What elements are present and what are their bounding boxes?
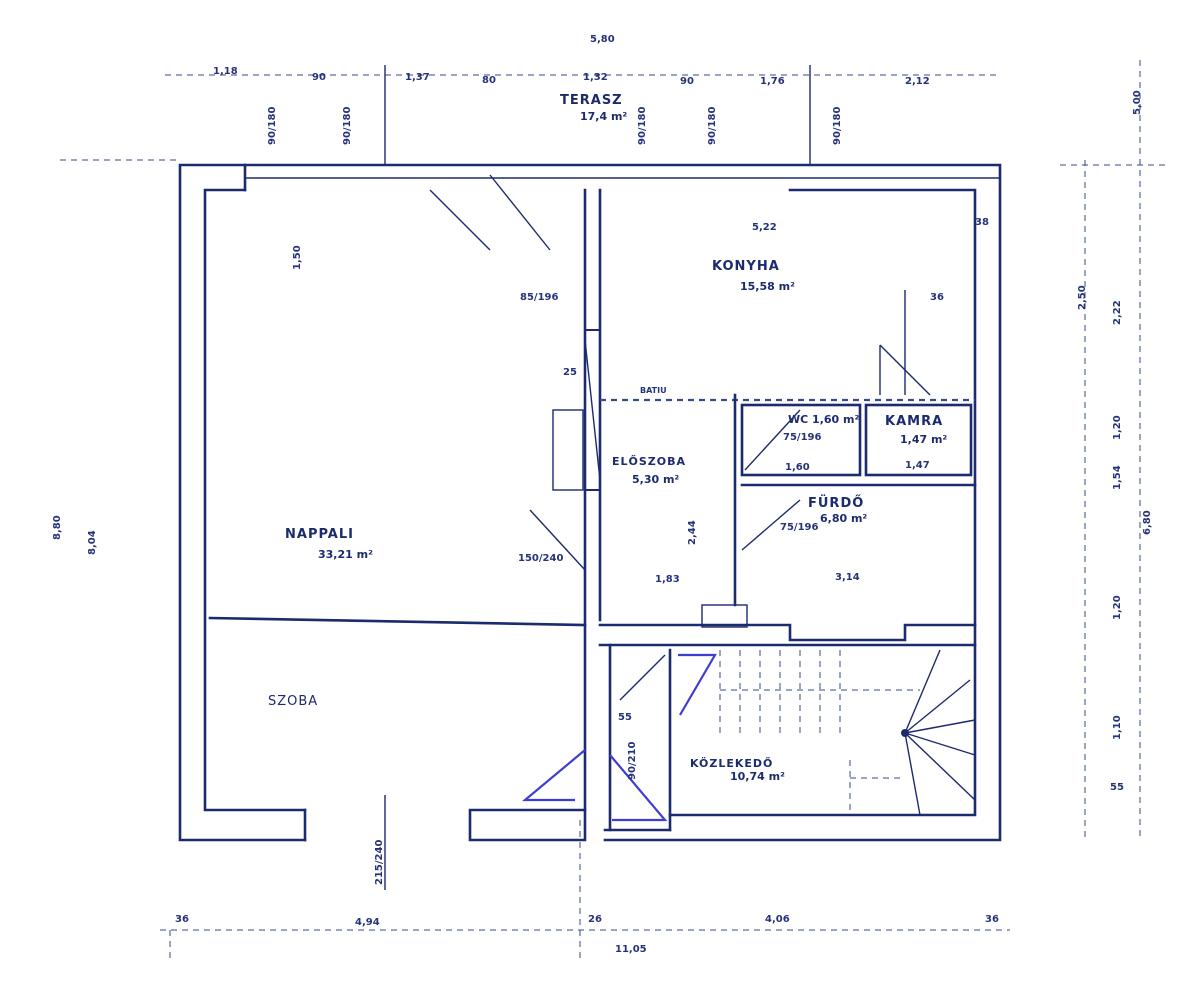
dim-top-total: 5,80: [590, 34, 615, 45]
dim-right: 2,50: [1077, 285, 1088, 310]
dim-top: 1,32: [583, 72, 608, 83]
dim-right: 1,20: [1112, 415, 1123, 440]
dim-inner: 1,83: [655, 574, 680, 585]
room-name-eloszoba: ELŐSZOBA: [612, 454, 686, 468]
dim-inner: 150/240: [518, 553, 563, 564]
doors: [429, 174, 931, 822]
room-area-eloszoba: 5,30 m²: [632, 473, 679, 486]
room-area-kamra: 1,47 m²: [900, 433, 947, 446]
wc-length: 1,60: [785, 462, 810, 473]
staircase: [719, 649, 976, 816]
batiu-label: BATIU: [640, 386, 667, 395]
dim-bottom-total: 11,05: [615, 944, 647, 955]
room-name-kamra: KAMRA: [885, 414, 943, 429]
dim-konyha-width: 5,22: [752, 222, 777, 233]
dim-inner: 38: [975, 217, 989, 228]
dim-top: 90: [312, 72, 326, 83]
dim-top: 2,12: [905, 76, 930, 87]
dim-top: 1,18: [213, 66, 238, 77]
dim-inner: 36: [930, 292, 944, 303]
room-name-szoba: SZOBA: [268, 694, 318, 709]
room-labels: TERASZ 17,4 m² KONYHA 15,58 m² ELŐSZOBA …: [268, 93, 947, 783]
room-name-terasz: TERASZ: [560, 93, 623, 108]
room-name-konyha: KONYHA: [712, 259, 780, 274]
dim-top: 90: [680, 76, 694, 87]
dim-top: 1,37: [405, 72, 430, 83]
room-name-nappali: NAPPALI: [285, 527, 354, 542]
dim-inner: 90/210: [627, 742, 638, 780]
walls: [178, 163, 1002, 842]
dim-right: 55: [1110, 782, 1124, 793]
room-area-kozlekedo: 10,74 m²: [730, 770, 785, 783]
kamra-length: 1,47: [905, 460, 930, 471]
dim-bottom: 36: [175, 914, 189, 925]
dim-window: 90/180: [832, 107, 843, 145]
dim-right: 1,20: [1112, 595, 1123, 620]
room-name-furdo: FÜRDŐ: [808, 495, 864, 511]
dim-bottom: 26: [588, 914, 602, 925]
dim-right: 2,22: [1112, 300, 1123, 325]
dim-right: 1,54: [1112, 465, 1123, 490]
dim-window: 90/180: [637, 107, 648, 145]
dim-inner: 1,50: [292, 245, 303, 270]
room-area-nappali: 33,21 m²: [318, 548, 373, 561]
room-area-terasz: 17,4 m²: [580, 110, 627, 123]
furdo-length: 3,14: [835, 572, 860, 583]
dim-bottom: 4,94: [355, 917, 380, 928]
dim-window: 90/180: [342, 107, 353, 145]
room-area-konyha: 15,58 m²: [740, 280, 795, 293]
dim-top: 1,76: [760, 76, 785, 87]
dim-right: 5,00: [1132, 90, 1143, 115]
furdo-door-dims: 75/196: [780, 522, 818, 533]
dim-window: 90/180: [707, 107, 718, 145]
dim-inner: 215/240: [374, 840, 385, 885]
dim-left: 8,80: [52, 515, 63, 540]
wc-door-dims: 75/196: [783, 432, 821, 443]
dim-right: 6,80: [1142, 510, 1153, 535]
dim-inner: 85/196: [520, 292, 558, 303]
room-area-furdo: 6,80 m²: [820, 512, 867, 525]
dim-inner: 2,44: [687, 520, 698, 545]
room-name-wc: WC 1,60 m²: [788, 413, 859, 426]
dim-bottom: 4,06: [765, 914, 790, 925]
dim-top: 80: [482, 75, 496, 86]
dimension-labels: 5,80 1,18 90 1,37 80 1,32 90 1,76 2,12 9…: [52, 34, 1153, 955]
dim-left: 8,04: [87, 530, 98, 555]
dimension-lines: [60, 60, 1170, 960]
room-name-kozlekedo: KÖZLEKEDŐ: [690, 756, 773, 770]
dim-right: 1,10: [1112, 715, 1123, 740]
dim-inner: 55: [618, 712, 632, 723]
dim-window: 90/180: [267, 107, 278, 145]
dim-inner: 25: [563, 367, 577, 378]
dim-bottom: 36: [985, 914, 999, 925]
